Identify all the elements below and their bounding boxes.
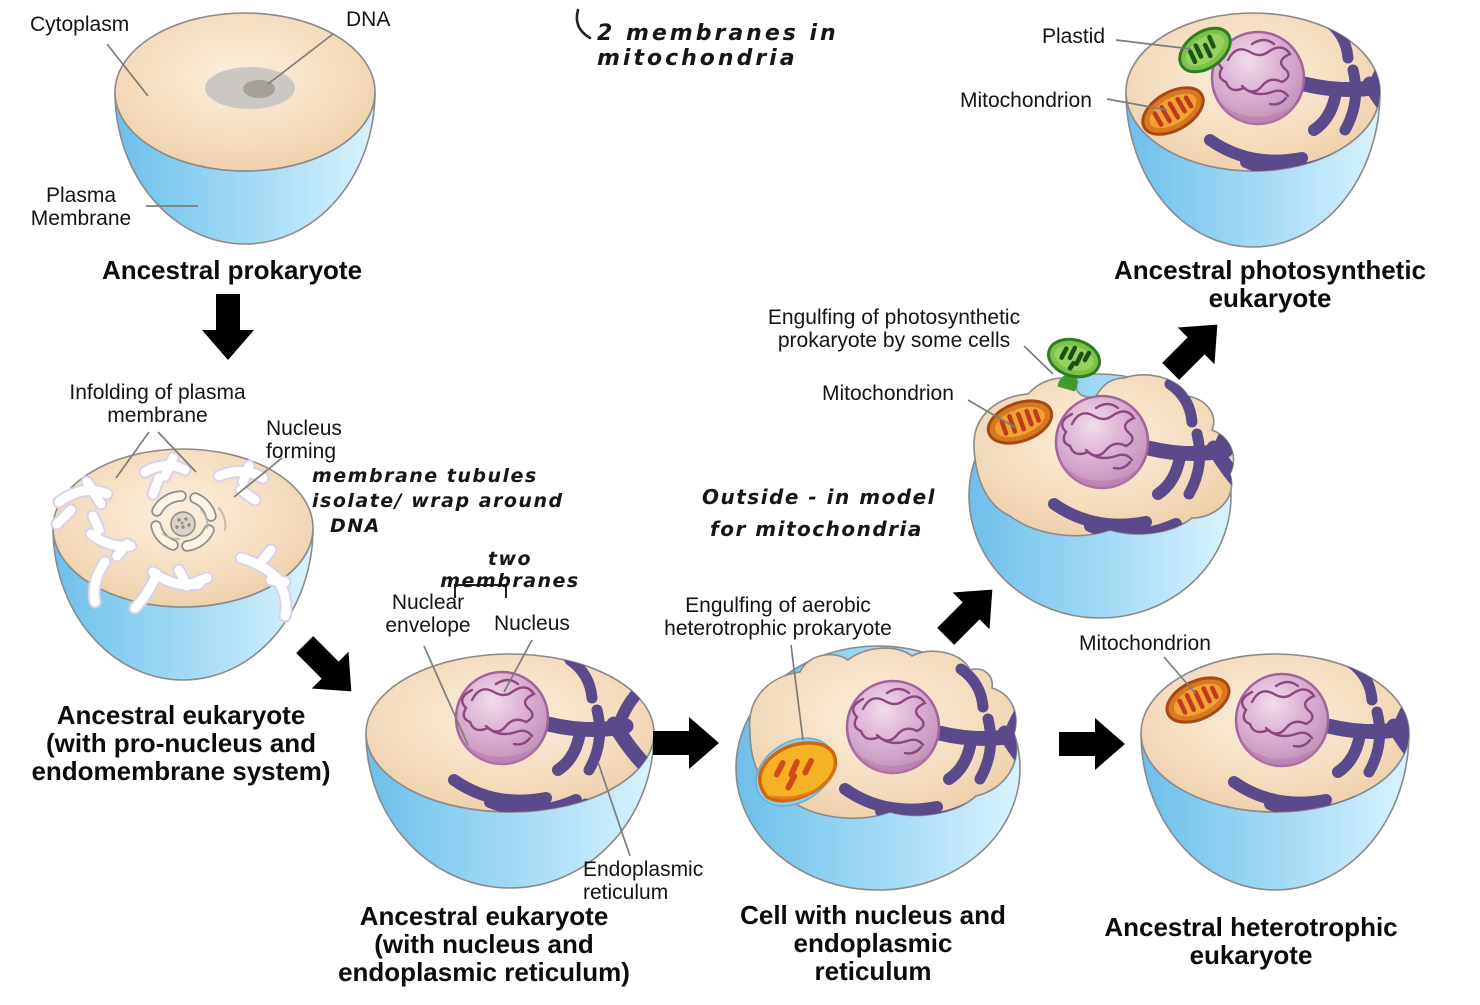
label-mitochondrion-outside-in: Mitochondrion [822, 382, 954, 405]
label-line: prokaryote by some cells [777, 329, 1011, 352]
label-line: heterotrophic prokaryote [664, 617, 892, 640]
label-nuclear-envelope: Nuclear envelope [378, 591, 478, 637]
note-line: isolate/ wrap around [312, 490, 564, 512]
label-line: membrane [107, 404, 208, 427]
arrow-up-right-icon [927, 571, 1011, 655]
note-line: for mitochondria [710, 517, 923, 541]
caption-ancestral-photosynthetic: Ancestral photosynthetic eukaryote [1086, 256, 1454, 312]
arrow-right-icon [653, 717, 719, 769]
caption-line: Ancestral photosynthetic [1113, 255, 1427, 285]
nucleoid-dna [205, 67, 295, 109]
label-nucleus-forming: Nucleus forming [266, 417, 366, 463]
label-plasma-membrane: Plasma Membrane [16, 184, 146, 230]
label-line: Endoplasmic [583, 858, 704, 881]
caption-line: endomembrane system) [31, 756, 331, 786]
engulfing-aerobe-cell [735, 645, 1021, 891]
caption-line: Cell with nucleus and [740, 900, 1006, 930]
caption-line: reticulum [814, 956, 932, 986]
note-line: Outside - in model [702, 485, 937, 509]
label-plastid: Plastid [1042, 25, 1106, 48]
caption-line: endoplasmic reticulum) [338, 957, 630, 987]
engulfment-pocket [743, 724, 846, 819]
swoosh-mark [575, 8, 592, 40]
label-line: Nucleus [266, 417, 342, 440]
label-line: forming [266, 440, 337, 463]
note-outside-in-model: Outside - in model for mitochondria [702, 481, 936, 545]
note-line: membrane tubules [312, 465, 538, 487]
outside-in-engulfing-cell [968, 334, 1235, 619]
forming-nucleus [150, 490, 227, 552]
label-mitochondrion-heterotrophic: Mitochondrion [1079, 632, 1211, 655]
membrane-infoldings [50, 451, 293, 623]
caption-line: (with nucleus and [374, 929, 594, 959]
label-dna: DNA [346, 8, 391, 31]
label-line: Membrane [30, 207, 132, 230]
caption-line: (with pro-nucleus and [45, 728, 317, 758]
caption-line: eukaryote [1189, 940, 1313, 970]
infolding-cell [50, 448, 314, 681]
bracket-mark [454, 584, 507, 598]
label-infolding: Infolding of plasma membrane [55, 381, 260, 427]
caption-line: Ancestral eukaryote [359, 901, 609, 931]
label-line: Infolding of plasma [69, 381, 246, 404]
caption-line: Ancestral heterotrophic [1104, 912, 1398, 942]
label-engulfing-aerobic: Engulfing of aerobic heterotrophic proka… [642, 594, 914, 640]
note-membrane-tubules: membrane tubules isolate/ wrap around DN… [312, 464, 564, 539]
label-line: Engulfing of photosynthetic [767, 306, 1021, 329]
label-line: Plasma [45, 184, 117, 207]
eukaryote-nucleus-er-cell [365, 653, 655, 889]
caption-cell-with-nucleus-er: Cell with nucleus and endoplasmic reticu… [722, 901, 1024, 985]
label-cytoplasm: Cytoplasm [30, 13, 130, 36]
label-line: reticulum [583, 881, 669, 904]
label-nucleus: Nucleus [494, 612, 570, 635]
prokaryote-cell [114, 12, 376, 245]
caption-ancestral-prokaryote: Ancestral prokaryote [101, 255, 363, 285]
label-line: Engulfing of aerobic [685, 594, 871, 617]
arrow-right-icon [1059, 718, 1125, 770]
caption-line: eukaryote [1208, 283, 1332, 313]
caption-line: Ancestral eukaryote [56, 700, 306, 730]
caption-line: endoplasmic [793, 928, 953, 958]
photosynthetic-eukaryote-cell [1125, 12, 1381, 248]
label-line: envelope [385, 614, 471, 637]
label-line: Nuclear [391, 591, 465, 614]
caption-ancestral-eukaryote-nucleus-er: Ancestral eukaryote (with nucleus and en… [308, 902, 660, 986]
arrow-up-right-icon [1152, 306, 1236, 390]
heterotrophic-eukaryote-cell [1140, 653, 1410, 891]
label-engulfing-photosynthetic: Engulfing of photosynthetic prokaryote b… [748, 306, 1040, 352]
caption-ancestral-eukaryote-pronucleus: Ancestral eukaryote (with pro-nucleus an… [2, 701, 360, 785]
label-endoplasmic-reticulum: Endoplasmic reticulum [583, 858, 723, 904]
label-mitochondrion-photosynthetic: Mitochondrion [960, 89, 1092, 112]
arrow-down-icon [202, 294, 254, 360]
note-mitochondria-membranes: 2 membranes in mitochondria [597, 21, 839, 71]
arrow-down-right-icon [286, 626, 370, 710]
note-two-membranes: two membranes [440, 548, 580, 592]
caption-ancestral-heterotrophic: Ancestral heterotrophic eukaryote [1090, 913, 1412, 969]
leader-lines [106, 33, 1197, 857]
note-line: DNA [330, 515, 381, 537]
handwritten-marks [454, 8, 592, 598]
